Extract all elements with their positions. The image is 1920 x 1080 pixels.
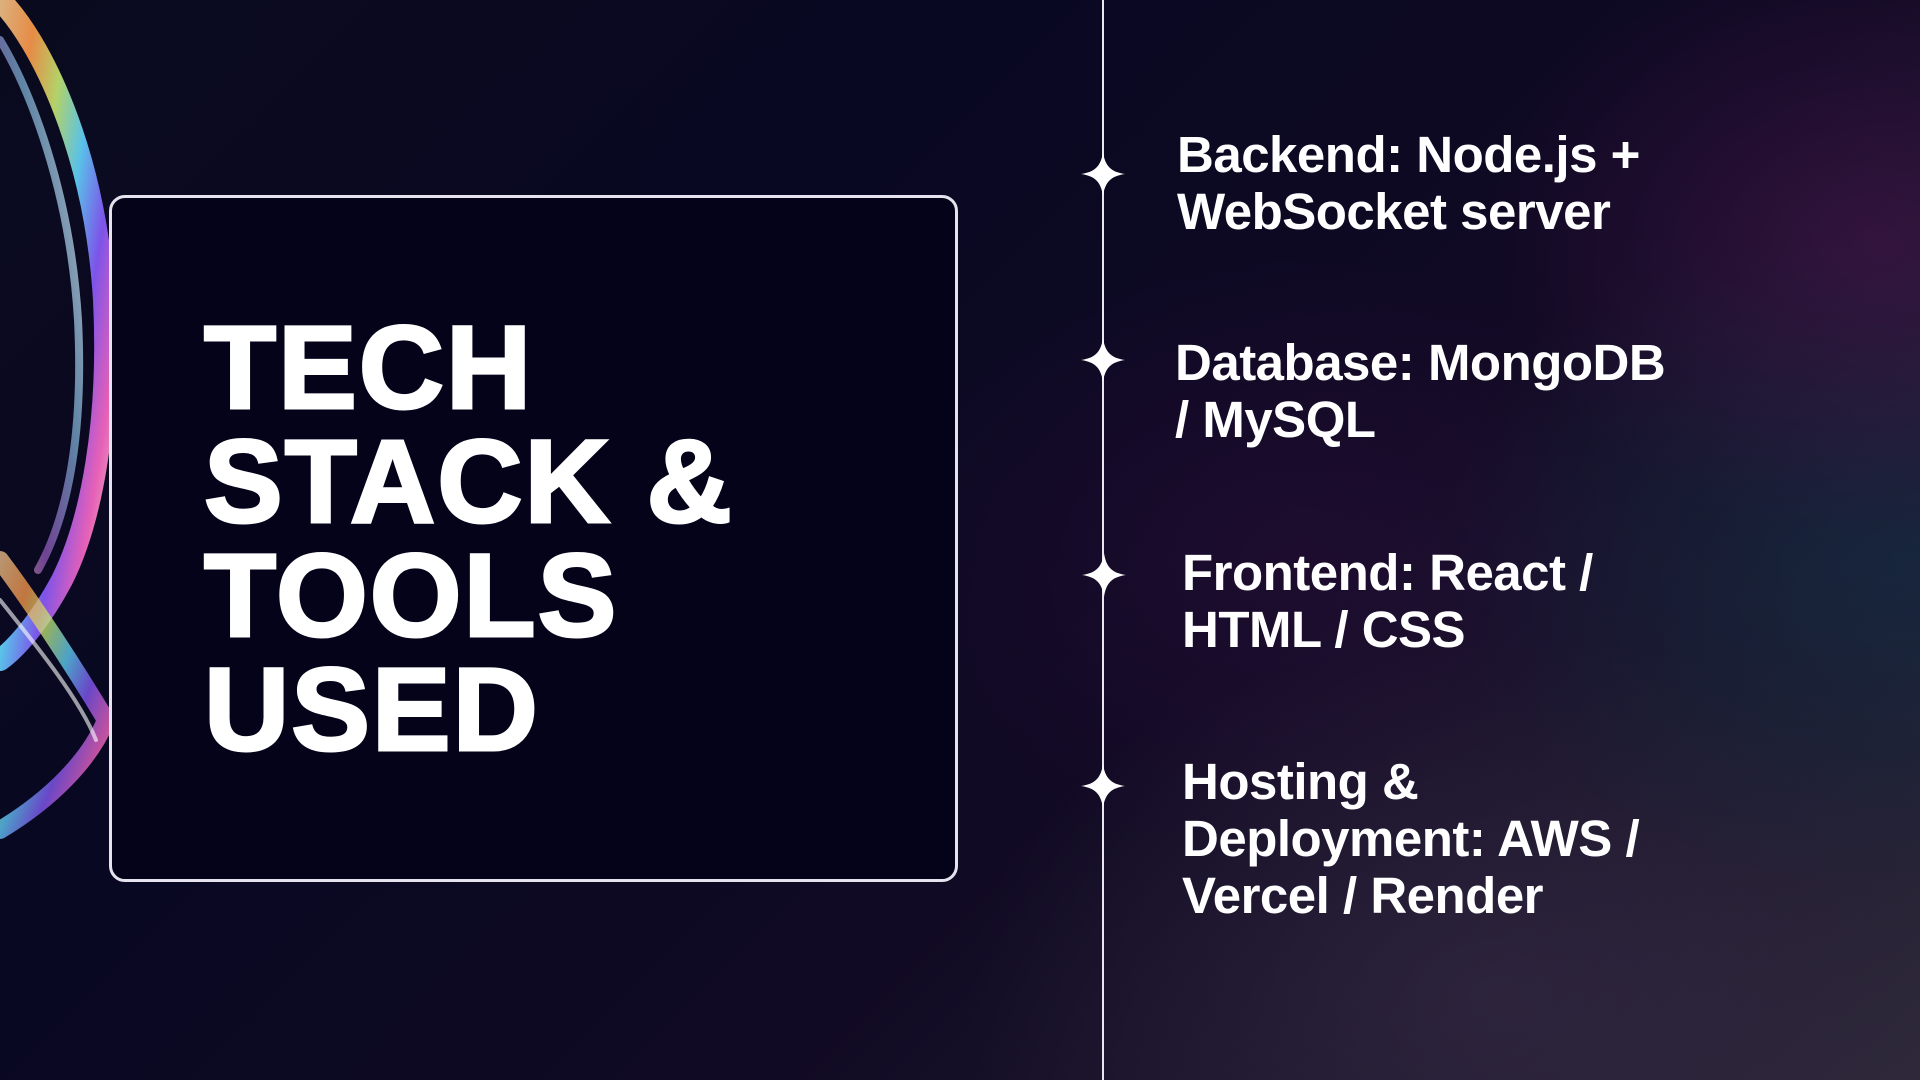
four-point-star-icon xyxy=(1081,338,1125,382)
four-point-star-icon xyxy=(1081,152,1125,196)
title-card: TECH STACK & TOOLS USED xyxy=(109,195,958,882)
four-point-star-icon xyxy=(1082,553,1126,597)
tech-item-line: HTML / CSS xyxy=(1182,601,1466,658)
tech-item-line: Vercel / Render xyxy=(1182,867,1544,924)
tech-item-line: Frontend: React / xyxy=(1182,544,1593,601)
tech-item-line: Hosting & xyxy=(1182,753,1419,810)
slide-title: TECH STACK & TOOLS USED xyxy=(203,302,904,776)
tech-item-line: Deployment: AWS / xyxy=(1182,810,1640,867)
tech-item-backend: Backend: Node.js + WebSocket server xyxy=(1177,126,1640,240)
tech-item-database: Database: MongoDB / MySQL xyxy=(1175,334,1666,448)
tech-item-frontend: Frontend: React / HTML / CSS xyxy=(1182,544,1593,658)
tech-item-line: Backend: Node.js + xyxy=(1177,126,1640,183)
slide-title-line: USED xyxy=(203,644,540,776)
slide-title-line: STACK & xyxy=(203,416,734,548)
slide-title-line: TECH xyxy=(203,302,534,434)
slide-title-line: TOOLS xyxy=(203,530,619,662)
tech-item-hosting: Hosting & Deployment: AWS / Vercel / Ren… xyxy=(1182,753,1640,924)
tech-item-line: / MySQL xyxy=(1175,391,1376,448)
tech-item-line: WebSocket server xyxy=(1177,183,1611,240)
tech-item-line: Database: MongoDB xyxy=(1175,334,1666,391)
timeline-line xyxy=(1102,0,1104,1080)
four-point-star-icon xyxy=(1081,764,1125,808)
iridescent-bubble-decoration xyxy=(0,0,140,840)
